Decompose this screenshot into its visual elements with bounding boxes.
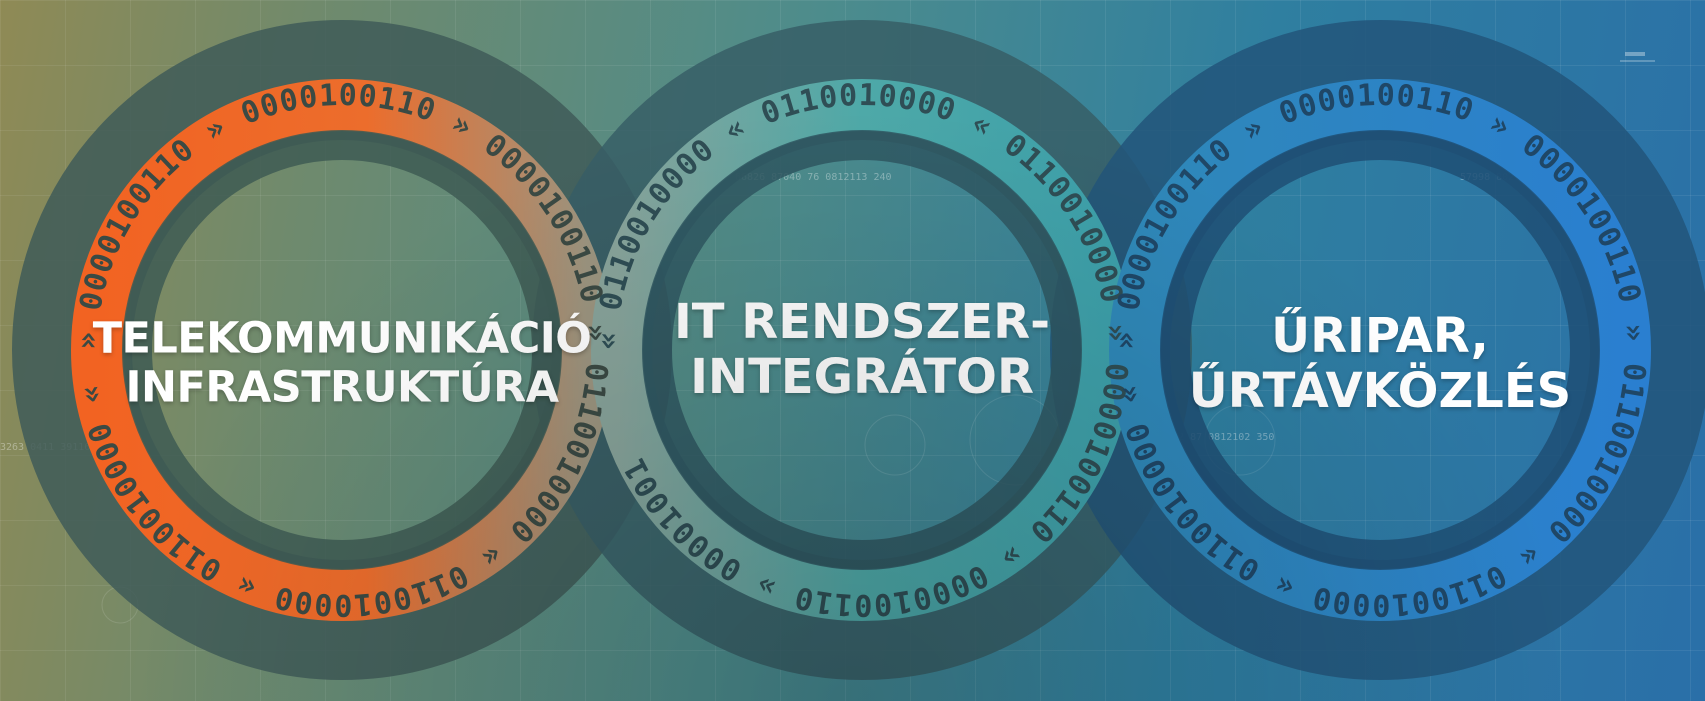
it-label-line2: INTEGRÁTOR (690, 349, 1034, 405)
telecom-label-line2: INFRASTRUKTÚRA (125, 363, 559, 413)
telecom-label-line1: TELEKOMMUNIKÁCIÓ (92, 313, 592, 364)
space-label-line1: ŰRIPAR, (1271, 307, 1489, 364)
telecom-label[interactable]: TELEKOMMUNIKÁCIÓ INFRASTRUKTÚRA (92, 313, 592, 414)
space-label-line2: ŰRTÁVKÖZLÉS (1188, 363, 1572, 419)
it-label-line1: IT RENDSZER- (673, 293, 1051, 350)
deco-number-1: 66826 87040 76 0812113 240 (735, 172, 892, 183)
deco-number-3: 8112 87 0812102 350 (1160, 432, 1274, 443)
space-label[interactable]: ŰRIPAR, ŰRTÁVKÖZLÉS (1188, 307, 1572, 419)
ring-it (591, 79, 1133, 621)
it-label[interactable]: IT RENDSZER- INTEGRÁTOR (673, 293, 1051, 405)
ring-telecom (71, 79, 613, 621)
ring-inner-bands (122, 130, 1600, 570)
ring-space (1109, 79, 1651, 621)
